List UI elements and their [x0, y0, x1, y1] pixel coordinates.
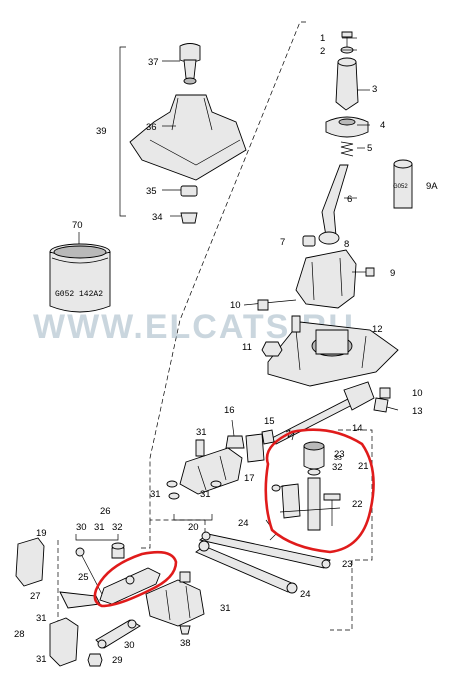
callout-27: 27 [30, 591, 41, 602]
callout-33: 33 [334, 455, 342, 462]
callout-23-lower: 23 [342, 559, 353, 570]
callout-31-g: 31 [200, 489, 211, 500]
callout-1: 1 [320, 33, 325, 44]
callout-31-d: 31 [36, 613, 47, 624]
callout-30-upper: 30 [76, 522, 87, 533]
shift-knob [179, 43, 201, 63]
callout-36: 36 [146, 122, 157, 133]
linkage-rod-upper [198, 533, 331, 569]
callout-4: 4 [380, 120, 385, 131]
callout-labels: 1 2 3 4 5 6 7 8 9 9A 10 11 12 10 13 14 1… [14, 33, 438, 666]
linkage-rods [195, 519, 331, 594]
callout-31-e: 31 [36, 654, 47, 665]
highlight-ring-selector [264, 428, 375, 554]
can-label: G052 142A2 [55, 290, 103, 299]
relay-lever [99, 567, 161, 605]
lever-sleeve [335, 61, 359, 111]
bottle-label: G052 [393, 184, 408, 190]
left-mechanism [166, 439, 243, 521]
callout-5: 5 [367, 143, 372, 154]
selector-rod-group [225, 381, 375, 463]
callout-25: 25 [78, 572, 89, 583]
callout-38: 38 [180, 638, 191, 649]
selector-shaft-assembly [271, 441, 341, 531]
callout-17: 17 [244, 473, 255, 484]
callout-7: 7 [280, 237, 285, 248]
shift-boot [129, 94, 247, 181]
callout-2: 2 [320, 46, 325, 57]
shift-lever [321, 164, 349, 237]
callout-9: 9 [390, 268, 395, 279]
lower-mechanism [15, 534, 205, 667]
base-housing [243, 299, 399, 413]
lever-ring [325, 116, 369, 138]
callout-10-upper: 10 [230, 300, 241, 311]
grease-can: G052 142A2 [49, 232, 111, 313]
callout-32-right: 32 [332, 462, 343, 473]
highlight-ring-relay-lever [93, 550, 178, 608]
callout-37: 37 [148, 57, 159, 68]
callout-19: 19 [36, 528, 47, 539]
callout-8: 8 [344, 239, 349, 250]
shift-boot-group [119, 43, 247, 224]
callout-11: 11 [242, 342, 252, 353]
callout-22: 22 [352, 499, 363, 510]
callout-31-c: 31 [220, 603, 231, 614]
callout-30-lower: 30 [124, 640, 135, 651]
lever-housing [295, 249, 357, 309]
callout-26: 26 [100, 506, 111, 517]
callout-24-lower: 24 [300, 589, 311, 600]
callout-14: 14 [352, 423, 363, 434]
callout-20: 20 [188, 522, 199, 533]
callout-6: 6 [347, 194, 352, 205]
callout-31-f: 31 [150, 489, 161, 500]
callout-15: 15 [264, 416, 275, 427]
callout-35: 35 [146, 186, 157, 197]
callout-24-upper: 24 [238, 518, 249, 529]
callout-23-upper: 23 [334, 449, 345, 460]
shift-lever-column: G052 [295, 31, 413, 309]
callout-10-lower: 10 [412, 388, 423, 399]
callout-3: 3 [372, 84, 377, 95]
callout-9a: 9A [426, 181, 438, 192]
callout-70: 70 [72, 220, 83, 231]
callout-29: 29 [112, 655, 123, 666]
callout-34: 34 [152, 212, 163, 223]
callout-32-left: 32 [112, 522, 123, 533]
callout-31-a: 31 [196, 427, 207, 438]
boot-clip [180, 212, 198, 224]
callout-31-b: 31 [94, 522, 105, 533]
callout-13: 13 [412, 406, 423, 417]
callout-16: 16 [224, 405, 235, 416]
callout-28: 28 [14, 629, 25, 640]
callout-39: 39 [96, 126, 107, 137]
callout-21: 21 [358, 461, 369, 472]
callout-12: 12 [372, 324, 383, 335]
boot-bushing [180, 185, 198, 197]
